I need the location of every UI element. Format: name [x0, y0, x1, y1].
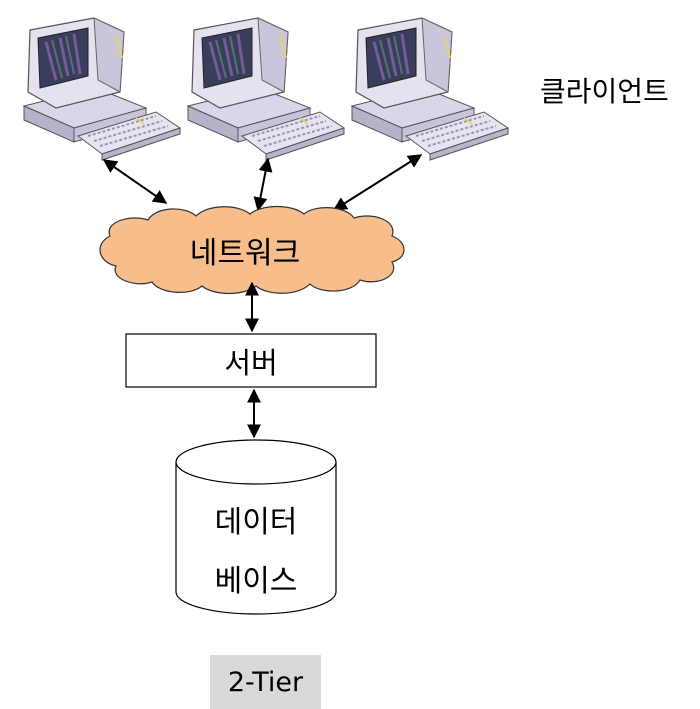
arrow-client1-network: [102, 159, 168, 204]
tier-label: 2-Tier: [227, 666, 304, 698]
tier-badge: 2-Tier: [210, 655, 321, 709]
database-label-line2: 베이스: [214, 564, 298, 599]
server-box: [125, 333, 377, 388]
network-cloud: [99, 205, 405, 295]
database-cylinder-body: [175, 462, 337, 615]
client-computer-icon-1: [22, 16, 182, 162]
network-label: 네트워크: [189, 236, 301, 271]
client-computer-icon-3: [350, 16, 510, 162]
arrow-client2-network: [253, 157, 273, 212]
server-label: 서버: [224, 346, 278, 380]
database-cylinder-top: [175, 439, 337, 485]
client-computer-icon-2: [186, 16, 346, 162]
database-label-line1: 데이터: [214, 505, 298, 540]
arrow-client3-network: [332, 154, 423, 211]
client-label: 클라이언트: [540, 75, 669, 108]
